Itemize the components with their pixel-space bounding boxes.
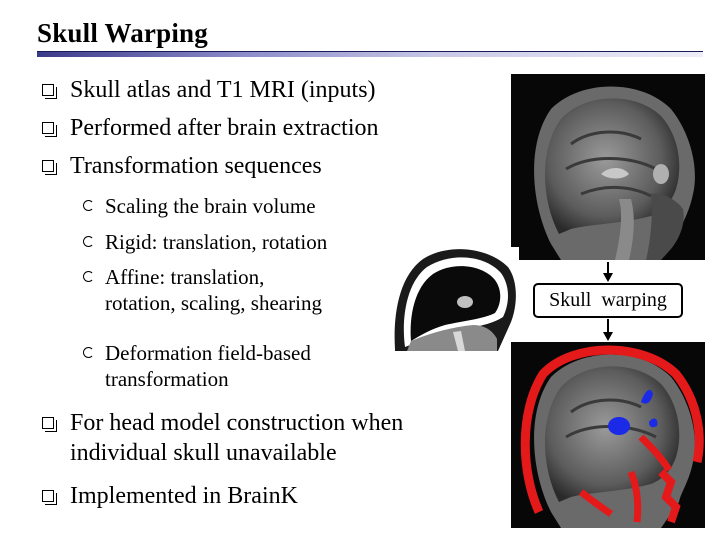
skull-warping-label: Skull warping: [533, 283, 683, 318]
square-bullet-icon: [42, 160, 57, 175]
sub-bullet-item: Rigid: translation, rotation: [83, 229, 395, 255]
bullet-text: Skull atlas and T1 MRI (inputs): [70, 77, 376, 103]
sub-bullet-text: Affine: translation, rotation, scaling, …: [105, 265, 322, 315]
circle-bullet-icon: [83, 271, 94, 282]
arrow-line: [607, 262, 609, 274]
circle-bullet-icon: [83, 347, 94, 358]
sub-bullet-item: Scaling the brain volume: [83, 193, 395, 219]
bullet-text: Performed after brain extraction: [70, 115, 379, 141]
sub-bullet-text: Scaling the brain volume: [105, 194, 316, 218]
bullet-item: For head model construction when individ…: [42, 408, 470, 468]
bullet-text: Transformation sequences: [70, 153, 322, 179]
square-bullet-icon: [42, 84, 57, 99]
arrow-line: [607, 319, 609, 333]
skull-atlas-graphic: [393, 247, 519, 351]
bullet-item: Implemented in BrainK: [42, 481, 470, 511]
mri-warped-graphic: [520, 345, 704, 528]
sub-bullet-text: Deformation field-based transformation: [105, 341, 311, 391]
mri-input-image: [511, 74, 705, 260]
arrow-down-icon: [603, 332, 613, 341]
bullet-text: Implemented in BrainK: [70, 483, 298, 509]
bullet-item: Transformation sequences: [42, 151, 490, 181]
title-rule: [37, 51, 703, 57]
sub-bullet-item: Affine: translation, rotation, scaling, …: [83, 264, 323, 316]
square-bullet-icon: [42, 417, 57, 432]
bullet-item: Skull atlas and T1 MRI (inputs): [42, 75, 490, 105]
bullet-text: For head model construction when individ…: [70, 410, 404, 466]
slide-title: Skull Warping: [37, 18, 208, 48]
skull-atlas-image: [393, 247, 519, 351]
arrow-down-icon: [603, 273, 613, 282]
circle-bullet-icon: [83, 236, 94, 247]
mri-warped-image: [511, 342, 705, 528]
circle-bullet-icon: [83, 200, 94, 211]
sub-bullet-item: Deformation field-based transformation: [83, 340, 375, 392]
sub-bullet-text: Rigid: translation, rotation: [105, 230, 328, 254]
mri-input-graphic: [534, 86, 695, 260]
bullet-item: Performed after brain extraction: [42, 113, 490, 143]
square-bullet-icon: [42, 490, 57, 505]
square-bullet-icon: [42, 122, 57, 137]
